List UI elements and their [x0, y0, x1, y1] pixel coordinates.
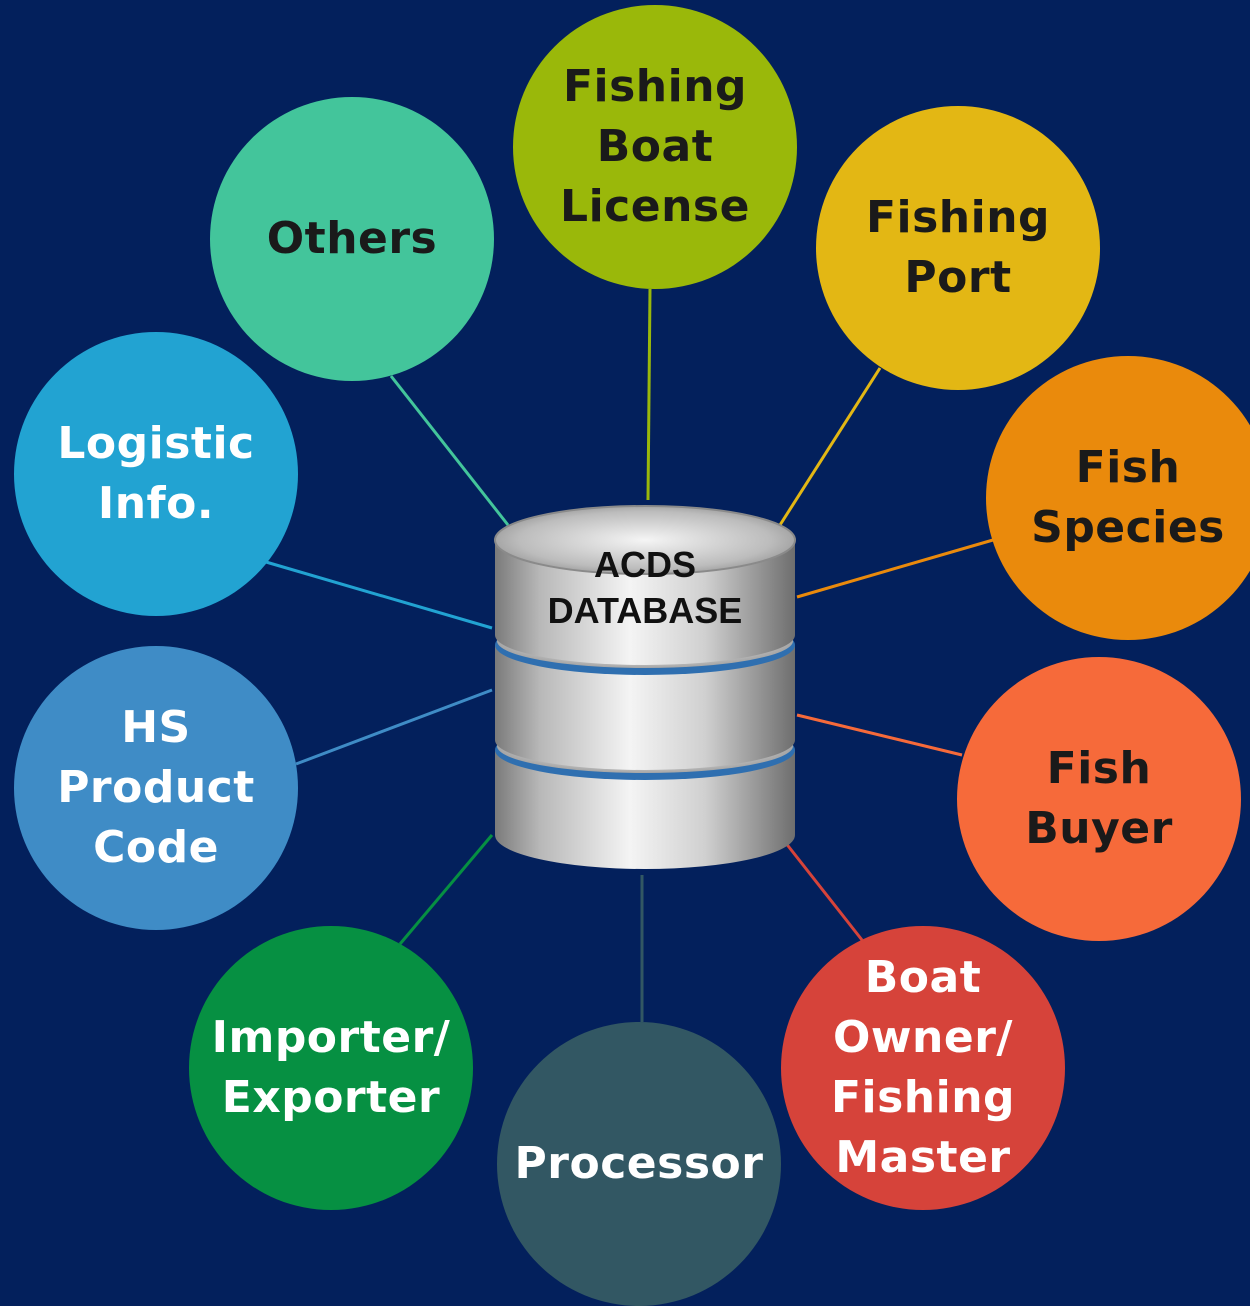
node-fish-buyer: Fish Buyer	[957, 657, 1241, 941]
node-importer-exporter: Importer/ Exporter	[189, 926, 473, 1210]
connector-fish-species	[796, 538, 994, 599]
connector-fish-buyer	[796, 713, 963, 757]
node-label: Fish Buyer	[1025, 743, 1173, 854]
node-fishing-boat-license: Fishing Boat License	[513, 5, 797, 289]
node-fishing-port: Fishing Port	[816, 106, 1100, 390]
node-label: Boat Owner/ Fishing Master	[830, 952, 1016, 1183]
database-cylinder	[494, 505, 796, 869]
node-others: Others	[210, 97, 494, 381]
node-processor: Processor	[497, 1022, 781, 1306]
node-hs-product-code: HS Product Code	[14, 646, 298, 930]
node-label: Importer/ Exporter	[211, 1012, 451, 1123]
connector-fishing-port	[778, 367, 882, 526]
database-title-line1: ACDS	[593, 544, 696, 585]
connector-others	[389, 375, 510, 526]
connector-hs-product-code	[295, 688, 493, 766]
node-label: Fishing Port	[865, 192, 1051, 303]
database-title-line2: DATABASE	[547, 590, 743, 631]
connector-boat-owner	[783, 841, 864, 941]
node-fish-species: Fish Species	[986, 356, 1250, 640]
node-label: Processor	[514, 1138, 764, 1189]
node-boat-owner-fishing-master: Boat Owner/ Fishing Master	[781, 926, 1065, 1210]
node-label: Logistic Info.	[57, 418, 255, 529]
node-label: HS Product Code	[57, 702, 255, 873]
connector-fishing-boat-license	[646, 288, 652, 501]
node-label: Fish Species	[1031, 442, 1225, 553]
connector-logistic-info	[265, 560, 493, 630]
node-logistic-info: Logistic Info.	[14, 332, 298, 616]
node-label: Fishing Boat License	[560, 61, 750, 232]
connector-importer-exporter	[398, 834, 494, 945]
node-label: Others	[266, 213, 438, 264]
database-icon: ACDS DATABASE	[490, 500, 800, 875]
